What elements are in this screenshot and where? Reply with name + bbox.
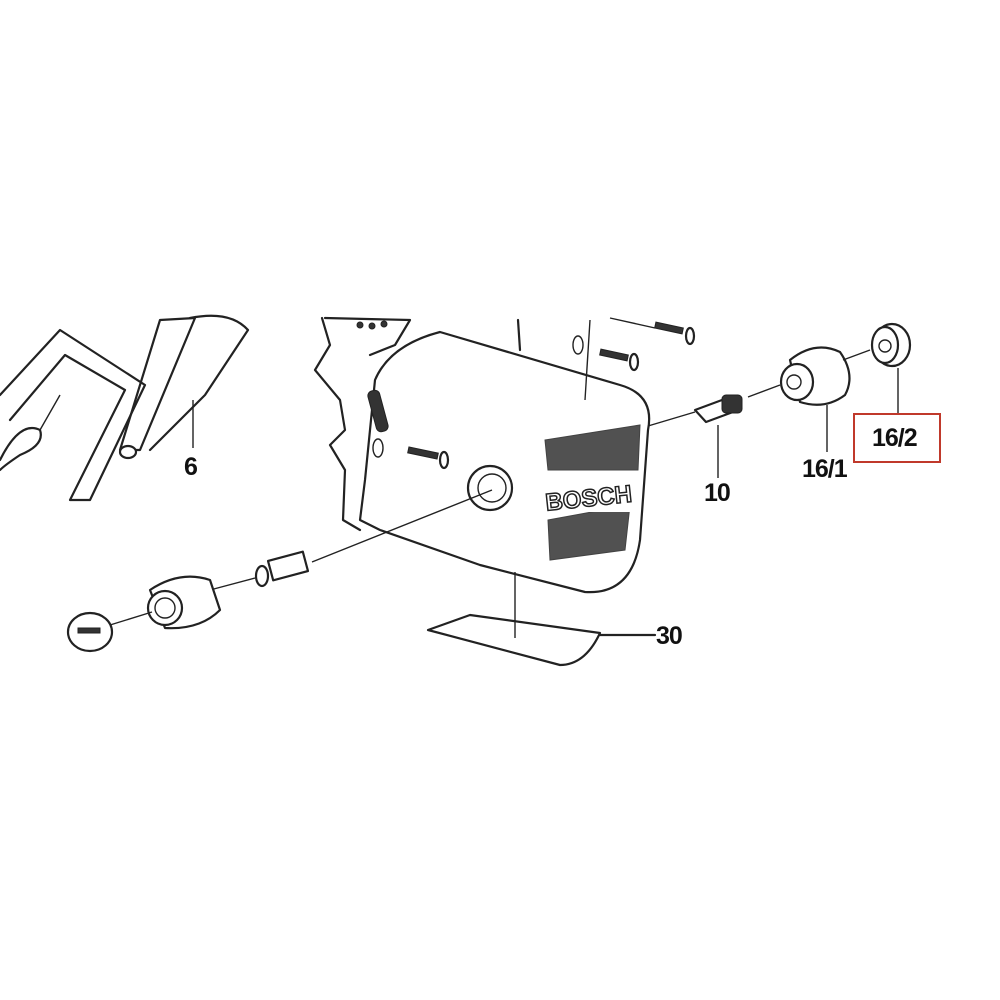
part-label-16-1: 16/1 <box>802 455 848 483</box>
part-label-16-2: 16/2 <box>872 424 918 452</box>
part-16-1-brush-holder <box>747 346 851 452</box>
part-label-30: 30 <box>656 622 683 650</box>
part-10-carbon-brush <box>647 394 743 478</box>
part-30-label-plate <box>426 572 657 667</box>
part-label-10: 10 <box>704 479 731 507</box>
motor-housing <box>313 316 651 594</box>
left-brush-assembly <box>66 489 493 653</box>
part-6-cable-handle <box>0 314 250 502</box>
highlight-callout-box <box>853 413 941 463</box>
part-label-6: 6 <box>184 453 198 481</box>
part-16-2-brush-cap <box>842 322 912 413</box>
screws <box>372 317 696 470</box>
